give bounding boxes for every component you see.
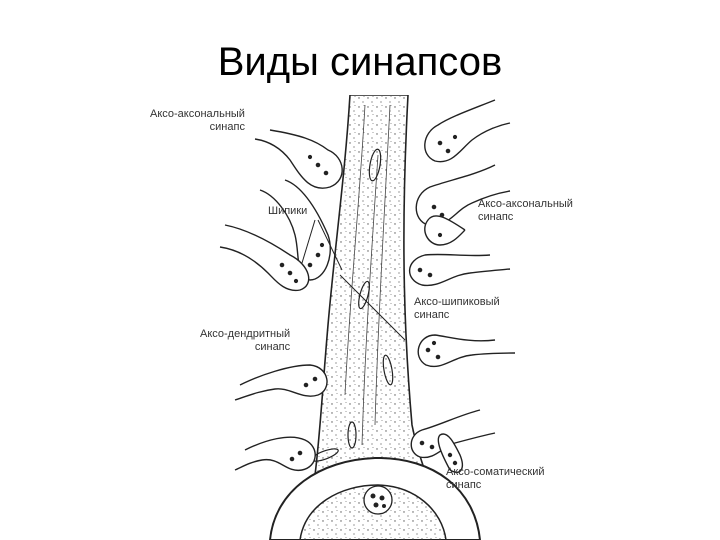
terminal-spine-left (219, 224, 310, 292)
label-axo-somatic-line1: Аксо-соматический (446, 466, 545, 478)
label-axo-axonal-synapse-left: Аксо-аксональный синапс (150, 108, 245, 134)
spine-pointer-lines (301, 219, 406, 341)
label-axo-dendritic-synapse: Аксо-дендритный синапс (200, 328, 290, 354)
terminal-axo-axonal-right (415, 164, 511, 246)
label-axo-axonal-right-line2: синапс (478, 211, 514, 223)
label-spines: Шипики (268, 205, 307, 218)
terminal-lower-left (234, 436, 316, 472)
terminal-axo-dendritic (234, 364, 328, 401)
label-axo-somatic-line2: синапс (446, 479, 482, 491)
mitochondria (311, 148, 394, 462)
terminal-top-left (254, 129, 343, 189)
label-axo-dendritic-line1: Аксо-дендритный (200, 328, 291, 340)
label-axo-dendritic-line2: синапс (254, 341, 291, 353)
label-axo-spine-line2: синапс (414, 309, 450, 321)
label-axo-axonal-right-line1: Аксо-аксональный (478, 198, 573, 210)
label-axo-axonal-left-line2: синапс (209, 121, 245, 133)
label-axo-spine-line1: Аксо-шипиковый (414, 296, 500, 308)
terminal-spine-right (408, 253, 511, 287)
terminal-axo-axonal-left (259, 179, 331, 281)
neuron-synapse-illustration (150, 95, 600, 540)
terminal-axo-spine (417, 334, 516, 368)
label-axo-axonal-synapse-right: Аксо-аксональный синапс (478, 198, 573, 224)
nucleolus (363, 485, 393, 515)
label-axo-spine-synapse: Аксо-шипиковый синапс (414, 296, 500, 322)
slide-title: Виды синапсов (217, 40, 503, 84)
terminal-dendritic-right (410, 409, 496, 459)
dendrite-fibers (344, 104, 391, 446)
label-spines-line1: Шипики (268, 205, 308, 217)
terminal-axo-somatic (437, 433, 463, 473)
terminal-top-right (424, 99, 511, 163)
label-axo-axonal-left-line1: Аксо-аксональный (150, 108, 245, 120)
label-axo-somatic-synapse: Аксо-соматический синапс (446, 466, 545, 492)
axon-terminals (219, 99, 516, 473)
